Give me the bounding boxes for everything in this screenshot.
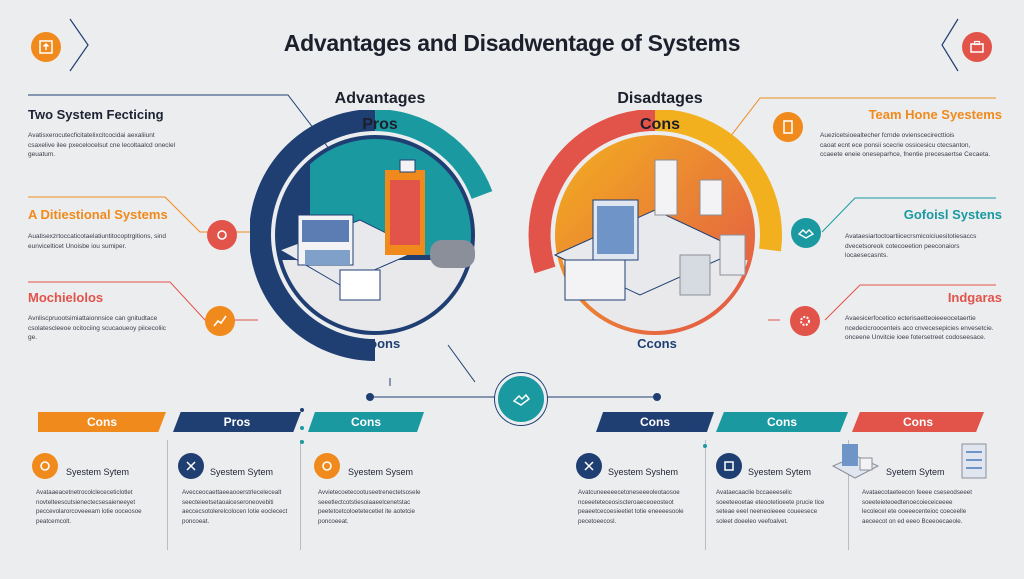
ribbon-3: Cons xyxy=(308,412,424,432)
gear-icon xyxy=(790,306,820,336)
card-3-text: Avvietecoetecootuseetrenectetsosele seee… xyxy=(318,489,421,525)
right-text-2: Avataesiartoctoartiicecrsmicoiciuesitoti… xyxy=(845,233,977,259)
card-5-title: Syestem Sytem xyxy=(748,467,812,477)
ribbon-4: Cons xyxy=(596,412,714,432)
card-2-icon xyxy=(178,453,204,479)
cons-subtitle: Cons xyxy=(640,116,680,133)
card-4-text: Avatcuneeeeecetoneseeeoleotaosoe nceeete… xyxy=(578,489,684,525)
card-6-text: Avataecotaeteecon feeee cseseodseeet soe… xyxy=(862,489,972,525)
document-icon xyxy=(773,112,803,142)
left-text-2: Auatisexzrtoccaticotaelatiuntitocoptrgit… xyxy=(28,233,167,250)
card-divider-4 xyxy=(848,440,849,550)
top-right-chevron-icon xyxy=(938,15,1008,75)
cons-circle-label: Ccons xyxy=(637,336,677,351)
card-5-text: Avataecaaclie bccaeeeselic soeeteeoetae … xyxy=(716,489,825,525)
ribbon-1: Cons xyxy=(38,412,166,432)
briefcase-icon xyxy=(962,32,992,62)
handshake-icon xyxy=(791,218,821,248)
card-divider-1 xyxy=(167,440,168,550)
chart-icon xyxy=(205,306,235,336)
cons-title: Disadtages xyxy=(617,90,703,107)
ribbon-5: Cons xyxy=(716,412,848,432)
ribbon-2: Pros xyxy=(173,412,301,432)
right-heading-1: Team Hone Syestems xyxy=(868,107,1002,122)
card-2-text: Avecceocaettaeeaooerstrlecelecealt seect… xyxy=(182,489,288,525)
card-3-title: Syestem Sysem xyxy=(348,467,414,477)
card-6-illustration xyxy=(828,436,883,486)
pros-title: Advantages xyxy=(334,90,426,107)
pros-circle xyxy=(250,110,493,361)
right-heading-3: Indgaras xyxy=(947,290,1002,305)
top-left-chevron-icon xyxy=(20,15,90,75)
left-text-1: Avatisxerocutecficitatelixcitcocidai aex… xyxy=(28,132,176,158)
card-3-icon xyxy=(314,453,340,479)
card-1-text: Avataaeacetnetrocolclececeticlotlet novt… xyxy=(36,489,142,525)
card-1-title: Syestem Sytem xyxy=(66,467,130,477)
left-text-3: Avnliscpruootsimiattaionnsice can gnitud… xyxy=(28,315,167,341)
settings-icon xyxy=(207,220,237,250)
center-hub-icon xyxy=(495,373,547,425)
pros-subtitle: Pros xyxy=(362,116,398,133)
right-text-1: Auezicetsioealtecher fcrnde ovienscecire… xyxy=(820,132,991,158)
card-divider-3 xyxy=(705,440,706,550)
card-6-title: Syetem Sytem xyxy=(886,467,945,477)
left-heading-2: A Ditiestional Systems xyxy=(28,207,168,222)
card-5-icon xyxy=(716,453,742,479)
right-text-3: Avaesicerfocetico ecterisaetteoieeeoceta… xyxy=(845,315,994,341)
left-heading-1: Two System Fecticing xyxy=(28,107,164,122)
cons-circle xyxy=(528,110,782,335)
pros-circle-label: Coons xyxy=(359,336,401,351)
card-4-title: Syestem Syshem xyxy=(608,467,679,477)
card-divider-2 xyxy=(300,440,301,550)
ribbon-6: Cons xyxy=(852,412,984,432)
upload-icon xyxy=(31,32,61,62)
server-rack-icon xyxy=(958,440,992,482)
page-title: Advantages and Disadwentage of Systems xyxy=(283,30,741,56)
card-1-icon xyxy=(32,453,58,479)
left-heading-3: Mochielolos xyxy=(28,290,104,305)
right-heading-2: Gofoisl Systens xyxy=(903,207,1002,222)
card-4-icon xyxy=(576,453,602,479)
card-2-title: Syestem Sytem xyxy=(210,467,274,477)
